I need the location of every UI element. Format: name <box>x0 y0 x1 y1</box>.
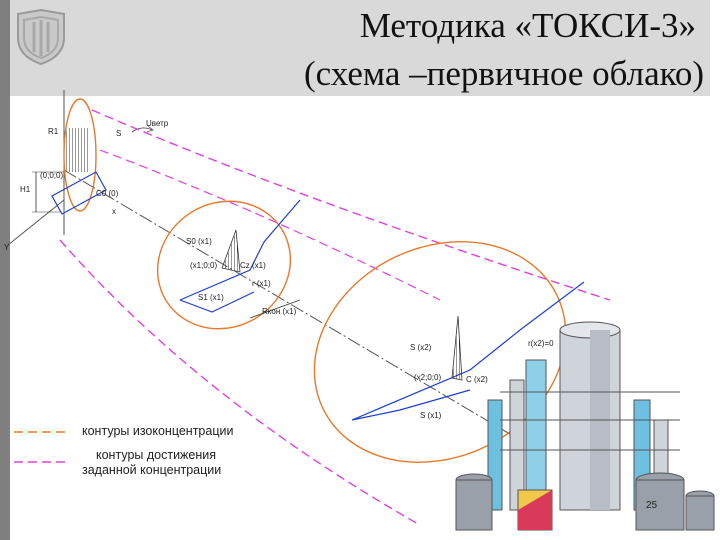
source-contour <box>63 98 97 212</box>
label-wind-speed: Uветр <box>146 119 169 128</box>
label-h1: H1 <box>20 185 31 194</box>
label-s: S <box>116 129 121 138</box>
title-band <box>10 0 710 96</box>
label-origin: (0;0;0) <box>40 171 63 180</box>
wind-arrowhead-icon <box>146 125 154 133</box>
wind-arrow-icon <box>131 127 153 133</box>
label-y-axis: Y <box>4 243 10 252</box>
legend-target-line2: заданной концентрации <box>82 463 222 477</box>
page-title: Методика «ТОКСИ-3» <box>359 6 696 45</box>
shield-logo-icon <box>17 8 65 66</box>
label-c-x2: C (x2) <box>466 375 488 384</box>
x-axis <box>63 169 521 441</box>
left-sidebar-strip <box>0 0 10 540</box>
isoconcentration-contour-x1 <box>156 200 292 330</box>
legend-isoconcentration-label: контуры изоконцентрации <box>82 424 234 438</box>
cross-section-x2-outline <box>351 281 585 421</box>
label-r-x1: r (x1) <box>252 279 271 288</box>
concentration-envelope-mid <box>99 149 441 301</box>
label-r1: R1 <box>48 127 59 136</box>
concentration-peak-x1 <box>221 229 241 273</box>
cross-section-x1-outline <box>179 199 301 313</box>
concentration-peak-x2 <box>451 315 463 381</box>
label-r-x2-zero: r(x2)=0 <box>528 339 554 348</box>
source-hatch <box>64 128 90 172</box>
legend-target-line1: контуры достижения <box>96 448 217 462</box>
isoconcentration-contour-x2 <box>313 241 567 463</box>
label-x-axis: x <box>112 207 116 216</box>
source-base-plane <box>51 171 107 215</box>
page-number: 25 <box>646 500 658 511</box>
page-subtitle: (схема –первичное облако) <box>304 54 704 93</box>
concentration-envelope-top <box>91 109 611 301</box>
r-x1-dimension <box>249 299 301 319</box>
concentration-envelope-bottom <box>59 239 421 526</box>
y-axis <box>7 199 65 246</box>
label-s-x2: S (x2) <box>410 343 432 352</box>
label-c0: C0 (0) <box>96 189 119 198</box>
label-cz-x1: Cz (x1) <box>240 261 266 270</box>
label-s0-x1: S0 (x1) <box>186 237 212 246</box>
label-s1-x1: S1 (x1) <box>198 293 224 302</box>
industrial-plant-illustration <box>455 321 715 531</box>
label-x2-point: (x2;0;0) <box>414 373 441 382</box>
label-x1-point: (x1;0;0) <box>190 261 217 270</box>
label-rkon-x1: Rкон (x1) <box>262 307 297 316</box>
label-s-x1-far: S (x1) <box>420 411 442 420</box>
